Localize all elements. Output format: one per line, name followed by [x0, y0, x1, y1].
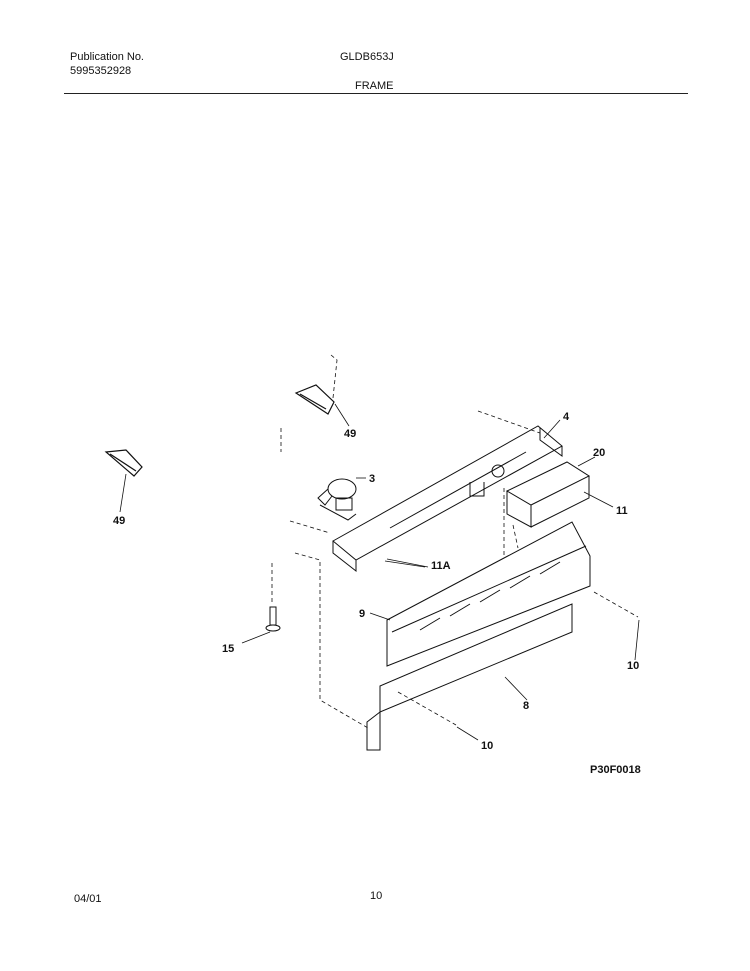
- callout-4: 4: [563, 411, 570, 423]
- callout-15: 15: [222, 643, 234, 655]
- callout-20: 20: [593, 447, 605, 459]
- figure-code: P30F0018: [590, 764, 641, 776]
- callout-10-lower: 10: [481, 740, 493, 752]
- control-module: [505, 461, 591, 528]
- guide-line-bracket-left: [289, 520, 331, 534]
- publication-number: 5995352928: [70, 65, 132, 77]
- guide-line-screw-10-lower: [397, 691, 457, 726]
- callout-leaders: [119, 403, 640, 741]
- callout-9: 9: [359, 608, 365, 620]
- callout-49-top: 49: [344, 428, 356, 440]
- model-number: GLDB653J: [340, 51, 394, 63]
- callout-10-right: 10: [627, 660, 639, 672]
- screw-15: [265, 606, 281, 632]
- callout-11a: 11A: [431, 560, 451, 572]
- guide-line-screw-10-right: [593, 591, 639, 618]
- footer-date: 04/01: [74, 893, 102, 905]
- hinge-bracket-top: [294, 384, 335, 415]
- guide-line-center-2: [512, 524, 519, 549]
- callout-49-left: 49: [113, 515, 125, 527]
- water-valve: [317, 478, 357, 521]
- callout-8: 8: [523, 700, 529, 712]
- section-title: FRAME: [355, 80, 394, 92]
- hinge-bracket-bottom: [104, 449, 143, 477]
- guide-line-frame-left: [294, 552, 369, 729]
- upper-bracket: [332, 425, 563, 573]
- lower-panel: [366, 603, 573, 751]
- guide-line-top-bracket: [330, 354, 338, 399]
- page-number: 10: [370, 890, 383, 902]
- front-panel: [386, 521, 591, 667]
- assembly-guide-lines: [271, 354, 639, 729]
- header-rule: [64, 93, 688, 94]
- callout-11: 11: [616, 505, 628, 517]
- publication-label: Publication No.: [70, 51, 144, 63]
- guide-line-panel-top: [477, 410, 541, 434]
- callout-3: 3: [369, 473, 375, 485]
